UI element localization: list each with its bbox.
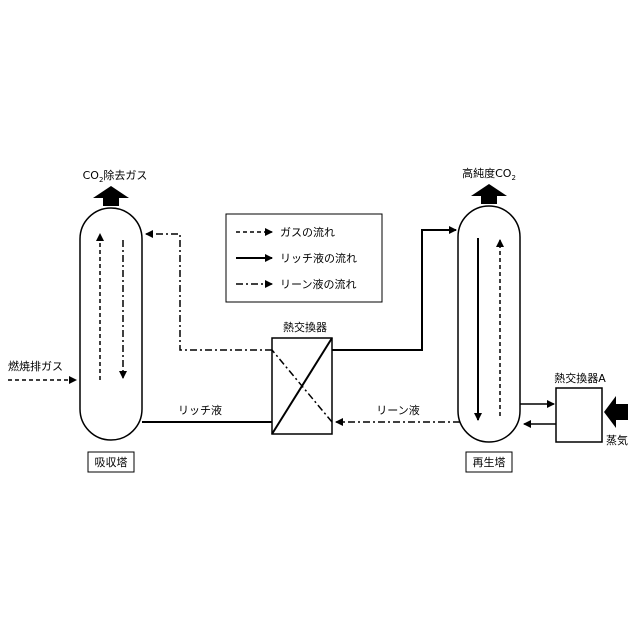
- absorber-outlet-label: CO2除去ガス: [83, 168, 148, 184]
- regenerator-outlet-label: 高純度CO2: [462, 166, 516, 182]
- legend: ガスの流れ リッチ液の流れ リーン液の流れ: [226, 214, 382, 302]
- absorber-tower: [80, 208, 142, 440]
- heat-exchanger-a-box: [556, 388, 602, 442]
- heat-exchanger-label: 熱交換器: [283, 320, 327, 334]
- absorber-name: 吸収塔: [95, 456, 128, 469]
- rich-stream-label: リッチ液: [178, 403, 222, 417]
- heat-exchanger: [272, 338, 332, 434]
- heat-exchanger-a-label: 熱交換器A: [554, 371, 606, 385]
- legend-gas-label: ガスの流れ: [280, 225, 335, 239]
- absorber-outlet-arrow-icon: [93, 186, 129, 206]
- steam-label: 蒸気: [606, 433, 628, 447]
- regenerator-name: 再生塔: [473, 455, 506, 469]
- regenerator-tower: [458, 206, 520, 442]
- lean-stream-label: リーン液: [376, 403, 419, 417]
- steam-arrow-icon: [604, 396, 628, 428]
- absorber-vessel: [80, 208, 142, 440]
- flue-gas-label: 燃焼排ガス: [8, 359, 63, 373]
- regenerator-vessel: [458, 206, 520, 442]
- regenerator-outlet-arrow-icon: [471, 184, 507, 204]
- legend-rich-label: リッチ液の流れ: [280, 251, 357, 265]
- legend-lean-label: リーン液の流れ: [280, 277, 356, 291]
